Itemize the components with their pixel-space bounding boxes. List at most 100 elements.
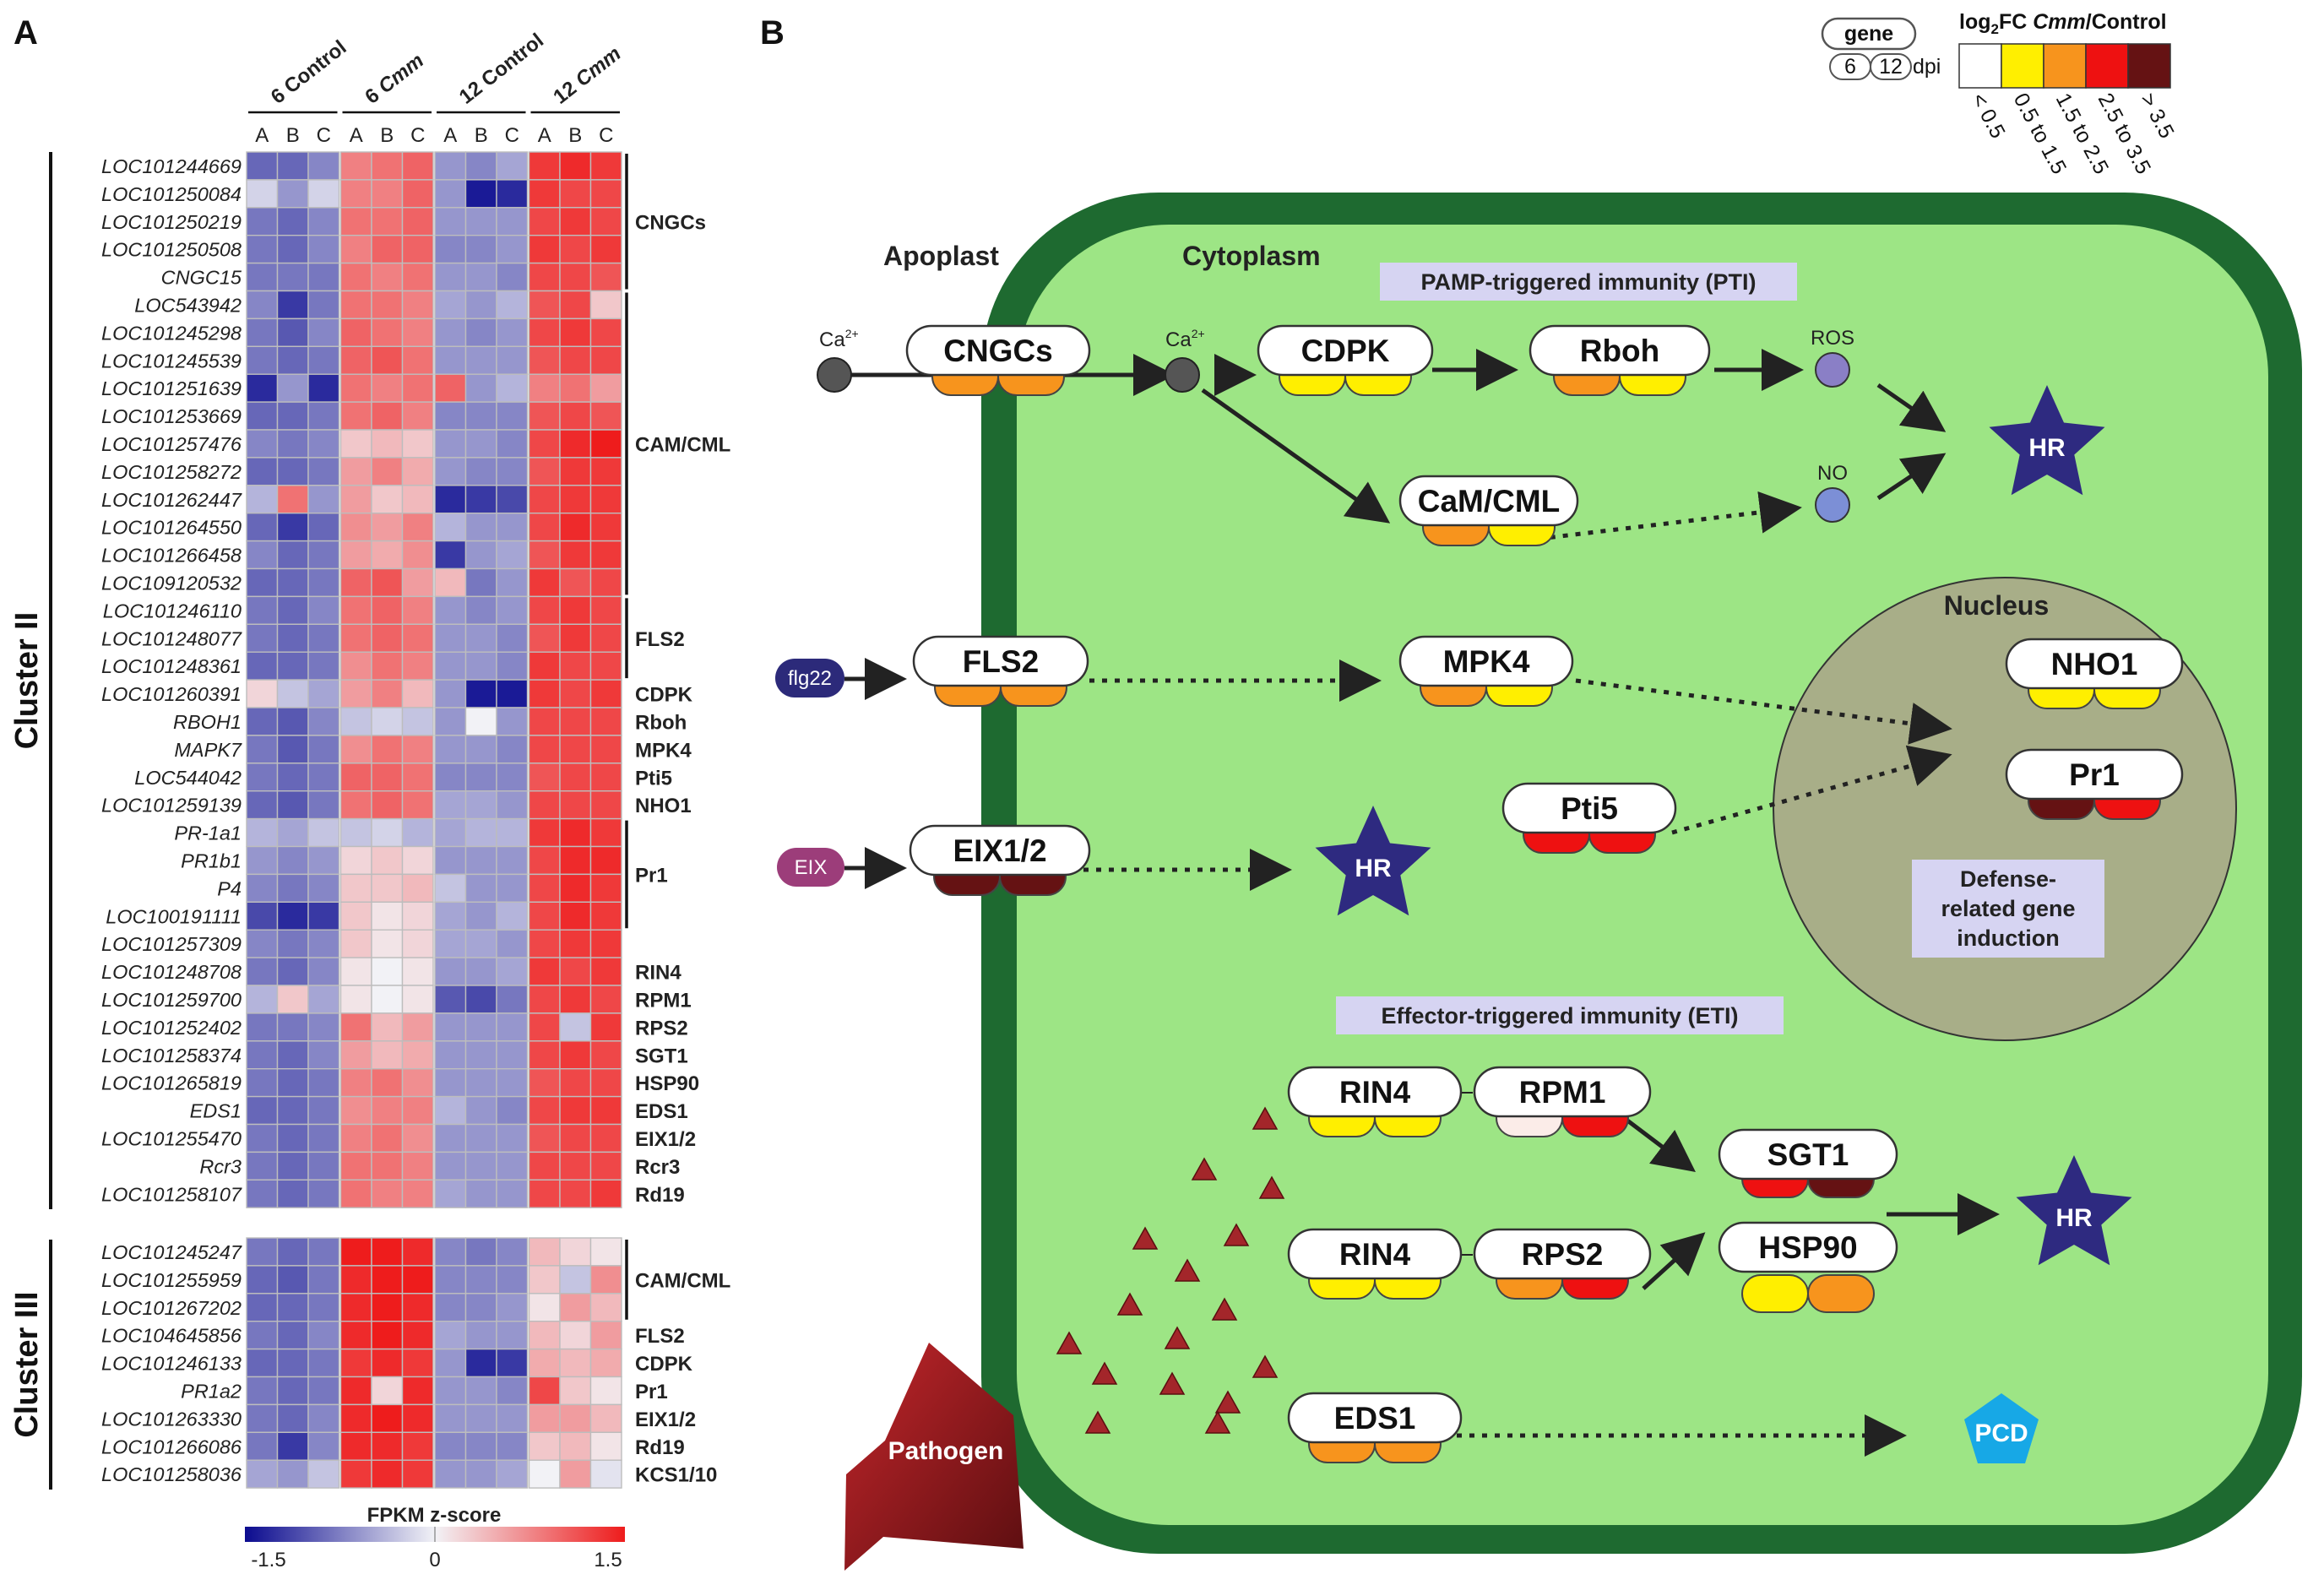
gene-pill-label: NHO1 (2051, 647, 2138, 681)
heatmap-cell (371, 1123, 404, 1153)
gene-label: LOC101258036 (101, 1463, 242, 1485)
gene-pill-label: Pti5 (1561, 791, 1618, 826)
replicate-label: B (475, 124, 488, 147)
heatmap-cell (464, 345, 497, 375)
heatmap-cell (528, 373, 561, 403)
heatmap-cell (589, 1095, 622, 1126)
heatmap-cell (276, 179, 309, 209)
heatmap-cell (339, 1067, 372, 1098)
heatmap-cell (434, 373, 467, 403)
heatmap-cell (559, 1376, 592, 1406)
heatmap-cell (307, 1348, 340, 1378)
heatmap-cell (339, 957, 372, 986)
heatmap-cell (307, 1320, 340, 1350)
heatmap-cell (496, 1012, 529, 1042)
heatmap-cell (339, 1320, 372, 1350)
heatmap-cell (528, 1376, 561, 1406)
node-hsp90: HSP90 (1718, 1221, 1898, 1313)
heatmap-cell (528, 1348, 561, 1378)
hr-star: HR (1989, 385, 2105, 496)
heatmap-cell (307, 1179, 340, 1208)
heatmap-cell (589, 318, 622, 347)
heatmap-cell (589, 1265, 622, 1294)
heatmap-cell (276, 567, 309, 598)
heatmap-cell (371, 763, 404, 792)
ros-circle (1815, 352, 1850, 388)
heatmap-cell (246, 873, 279, 904)
pathogen-label: Pathogen (888, 1437, 1004, 1465)
group-label: MPK4 (635, 739, 692, 762)
eix-label: EIX (795, 856, 828, 879)
gene-label: LOC101266086 (101, 1436, 242, 1457)
heatmap-cell (307, 1123, 340, 1153)
group-label: CDPK (635, 1353, 693, 1376)
gene-label: PR1a2 (181, 1381, 242, 1403)
cytoplasm-area (1017, 225, 2268, 1525)
heatmap-cell (434, 623, 467, 653)
heatmap-cell (307, 235, 340, 264)
heatmap-cell (589, 1040, 622, 1070)
heatmap-cell (496, 1123, 529, 1153)
effector-triangle (1159, 1371, 1186, 1395)
heatmap-cell (528, 429, 561, 459)
heatmap-cell (434, 429, 467, 459)
heatmap-cell (339, 567, 372, 598)
nucleus-label: Nucleus (1944, 590, 2049, 621)
pti-title-box (1380, 263, 1797, 301)
heatmap-cell (496, 985, 529, 1014)
heatmap-cell (401, 1151, 434, 1181)
heatmap-cell (589, 595, 622, 626)
heatmap-cell (589, 151, 622, 181)
heatmap-cell (589, 373, 622, 403)
heatmap-cell (276, 929, 309, 958)
heatmap-cell (434, 929, 467, 958)
node-eds1: EDS1 (1287, 1392, 1463, 1463)
heatmap-cell (246, 513, 279, 542)
heatmap-cell (401, 401, 434, 431)
heatmap-cell (339, 373, 372, 403)
heatmap-cell (589, 985, 622, 1014)
heatmap-cell (589, 1376, 622, 1406)
heatmap-cell (434, 1179, 467, 1208)
heatmap-cell (246, 763, 279, 792)
node-fls2: FLS2 (912, 635, 1089, 707)
star-icon (1989, 385, 2105, 496)
heatmap-cell (307, 651, 340, 681)
heatmap-cell (401, 1403, 434, 1434)
heatmap-cell (339, 1293, 372, 1322)
heatmap-cell (559, 207, 592, 236)
heatmap-cell (401, 457, 434, 486)
heatmap-cell (276, 235, 309, 264)
heatmap-cell (434, 1151, 467, 1181)
pcd-label: PCD (1974, 1419, 2028, 1447)
heatmap-cell (559, 1237, 592, 1267)
gene-pill (2005, 748, 2184, 801)
expression-oval-12dpi (1807, 1274, 1875, 1313)
ca-outside-label: Ca2+ (819, 327, 859, 351)
heatmap-cell (246, 457, 279, 486)
heatmap-cell (559, 845, 592, 876)
gene-pill (1718, 1221, 1898, 1273)
group-label: RPM1 (635, 989, 692, 1012)
heatmap-cell (276, 1123, 309, 1153)
legend-dpi-label: dpi (1913, 55, 1941, 79)
gene-label: EDS1 (190, 1100, 242, 1122)
heatmap-cell (434, 290, 467, 320)
heatmap-cell (307, 595, 340, 626)
heatmap-cell (339, 735, 372, 764)
gene-label: LOC101248708 (101, 961, 242, 983)
legend-bin-swatch (2043, 43, 2087, 89)
gene-pill (905, 324, 1091, 377)
node-eix12: EIX1/2 (909, 824, 1091, 896)
heatmap-cell (401, 707, 434, 736)
heatmap-cell (276, 707, 309, 736)
heatmap-cell (307, 262, 340, 292)
no-circle (1815, 487, 1850, 523)
heatmap-cell (559, 151, 592, 181)
heatmap-cell (276, 790, 309, 820)
heatmap-cell (276, 1095, 309, 1126)
heatmap-cell (307, 207, 340, 236)
heatmap-cell (528, 873, 561, 904)
gene-label: LOC101250508 (101, 239, 242, 261)
heatmap-cell (371, 845, 404, 876)
